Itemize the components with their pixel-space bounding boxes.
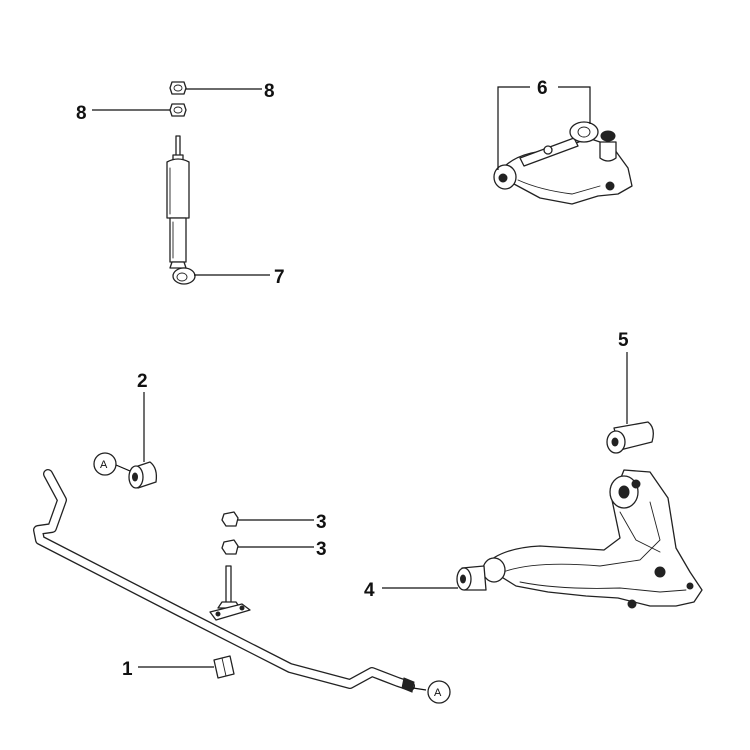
shock-top-nut-upper [169, 81, 187, 95]
callout-4: 4 [364, 580, 375, 601]
callout-8-lower: 8 [76, 103, 87, 124]
callout-1: 1 [122, 659, 133, 680]
stabilizer-link [209, 565, 251, 621]
callout-3-upper: 3 [316, 512, 327, 533]
shock-top-nut-lower [169, 103, 187, 117]
lower-arm-front-bushing [456, 565, 487, 591]
link-bushing-lower [221, 539, 239, 555]
callout-2: 2 [137, 371, 148, 392]
lower-control-arm [482, 469, 703, 609]
stabilizer-bar [33, 469, 415, 693]
link-bushing-upper [221, 511, 239, 527]
connector-a-right: A [427, 680, 451, 704]
callout-6: 6 [537, 78, 548, 99]
connector-a-left: A [93, 452, 117, 476]
stabilizer-bar-bushing [213, 655, 235, 679]
connector-a-left-label: A [100, 459, 108, 471]
upper-control-arm [493, 121, 633, 205]
shock-absorber [166, 135, 196, 285]
lower-arm-bushing [606, 421, 654, 454]
connector-a-right-label: A [434, 687, 442, 699]
stabilizer-bushing [128, 461, 158, 489]
callout-5: 5 [618, 330, 629, 351]
callout-3-lower: 3 [316, 539, 327, 560]
callout-7: 7 [274, 267, 285, 288]
callout-8-upper: 8 [264, 81, 275, 102]
